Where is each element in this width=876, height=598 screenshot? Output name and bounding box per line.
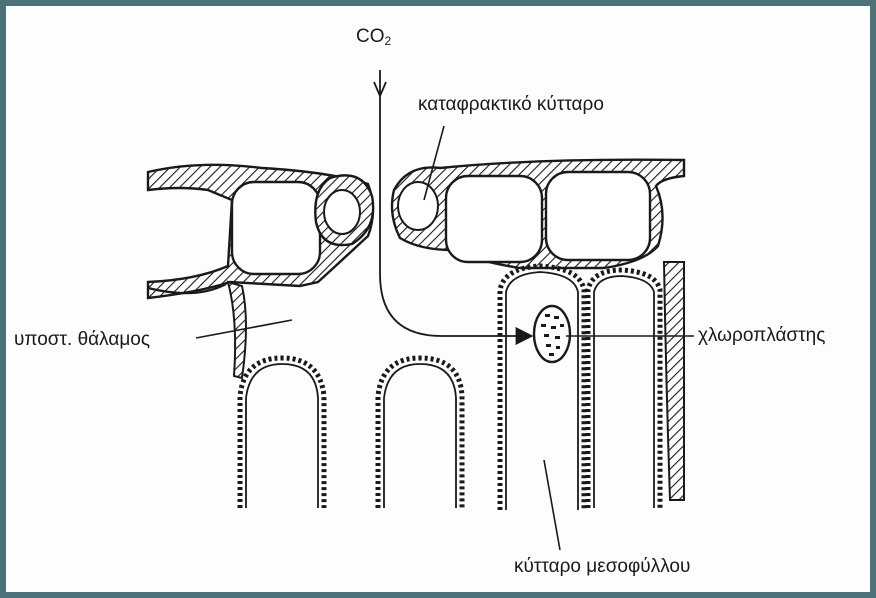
co2-label-main: CO <box>356 26 385 47</box>
mesophyll-cell-right <box>500 266 584 510</box>
chloroplast-label: χλωροπλάστης <box>698 325 825 347</box>
right-guard-cell <box>398 182 438 230</box>
guard-cell-label: καταφρακτικό κύτταρο <box>418 94 604 116</box>
mesophyll-cell-far-right-inner <box>594 276 654 508</box>
co2-label-subscript: 2 <box>385 34 392 48</box>
right-margin-wall <box>664 262 684 500</box>
mesophyll-cell-right-inner <box>506 272 578 510</box>
left-guard-cell <box>324 190 360 234</box>
mesophyll-cell-left-inner <box>246 364 318 508</box>
mesophyll-cell-center-inner <box>384 364 456 508</box>
mesophyll-cell-center <box>378 358 462 508</box>
mesophyll-cell-left <box>240 358 324 508</box>
mesophyll-cell-far-right <box>588 270 660 508</box>
mesophyll-leader <box>544 460 560 550</box>
right-epidermal-cell-2 <box>546 172 650 260</box>
co2-label: CO2 <box>356 26 391 49</box>
stomatal-chamber-label: υποστ. θάλαμος <box>14 329 150 351</box>
right-epidermal-cell-1 <box>446 176 542 262</box>
left-epidermal-cell <box>232 182 320 274</box>
mesophyll-cell-label: κύτταρο μεσοφύλλου <box>514 556 690 578</box>
